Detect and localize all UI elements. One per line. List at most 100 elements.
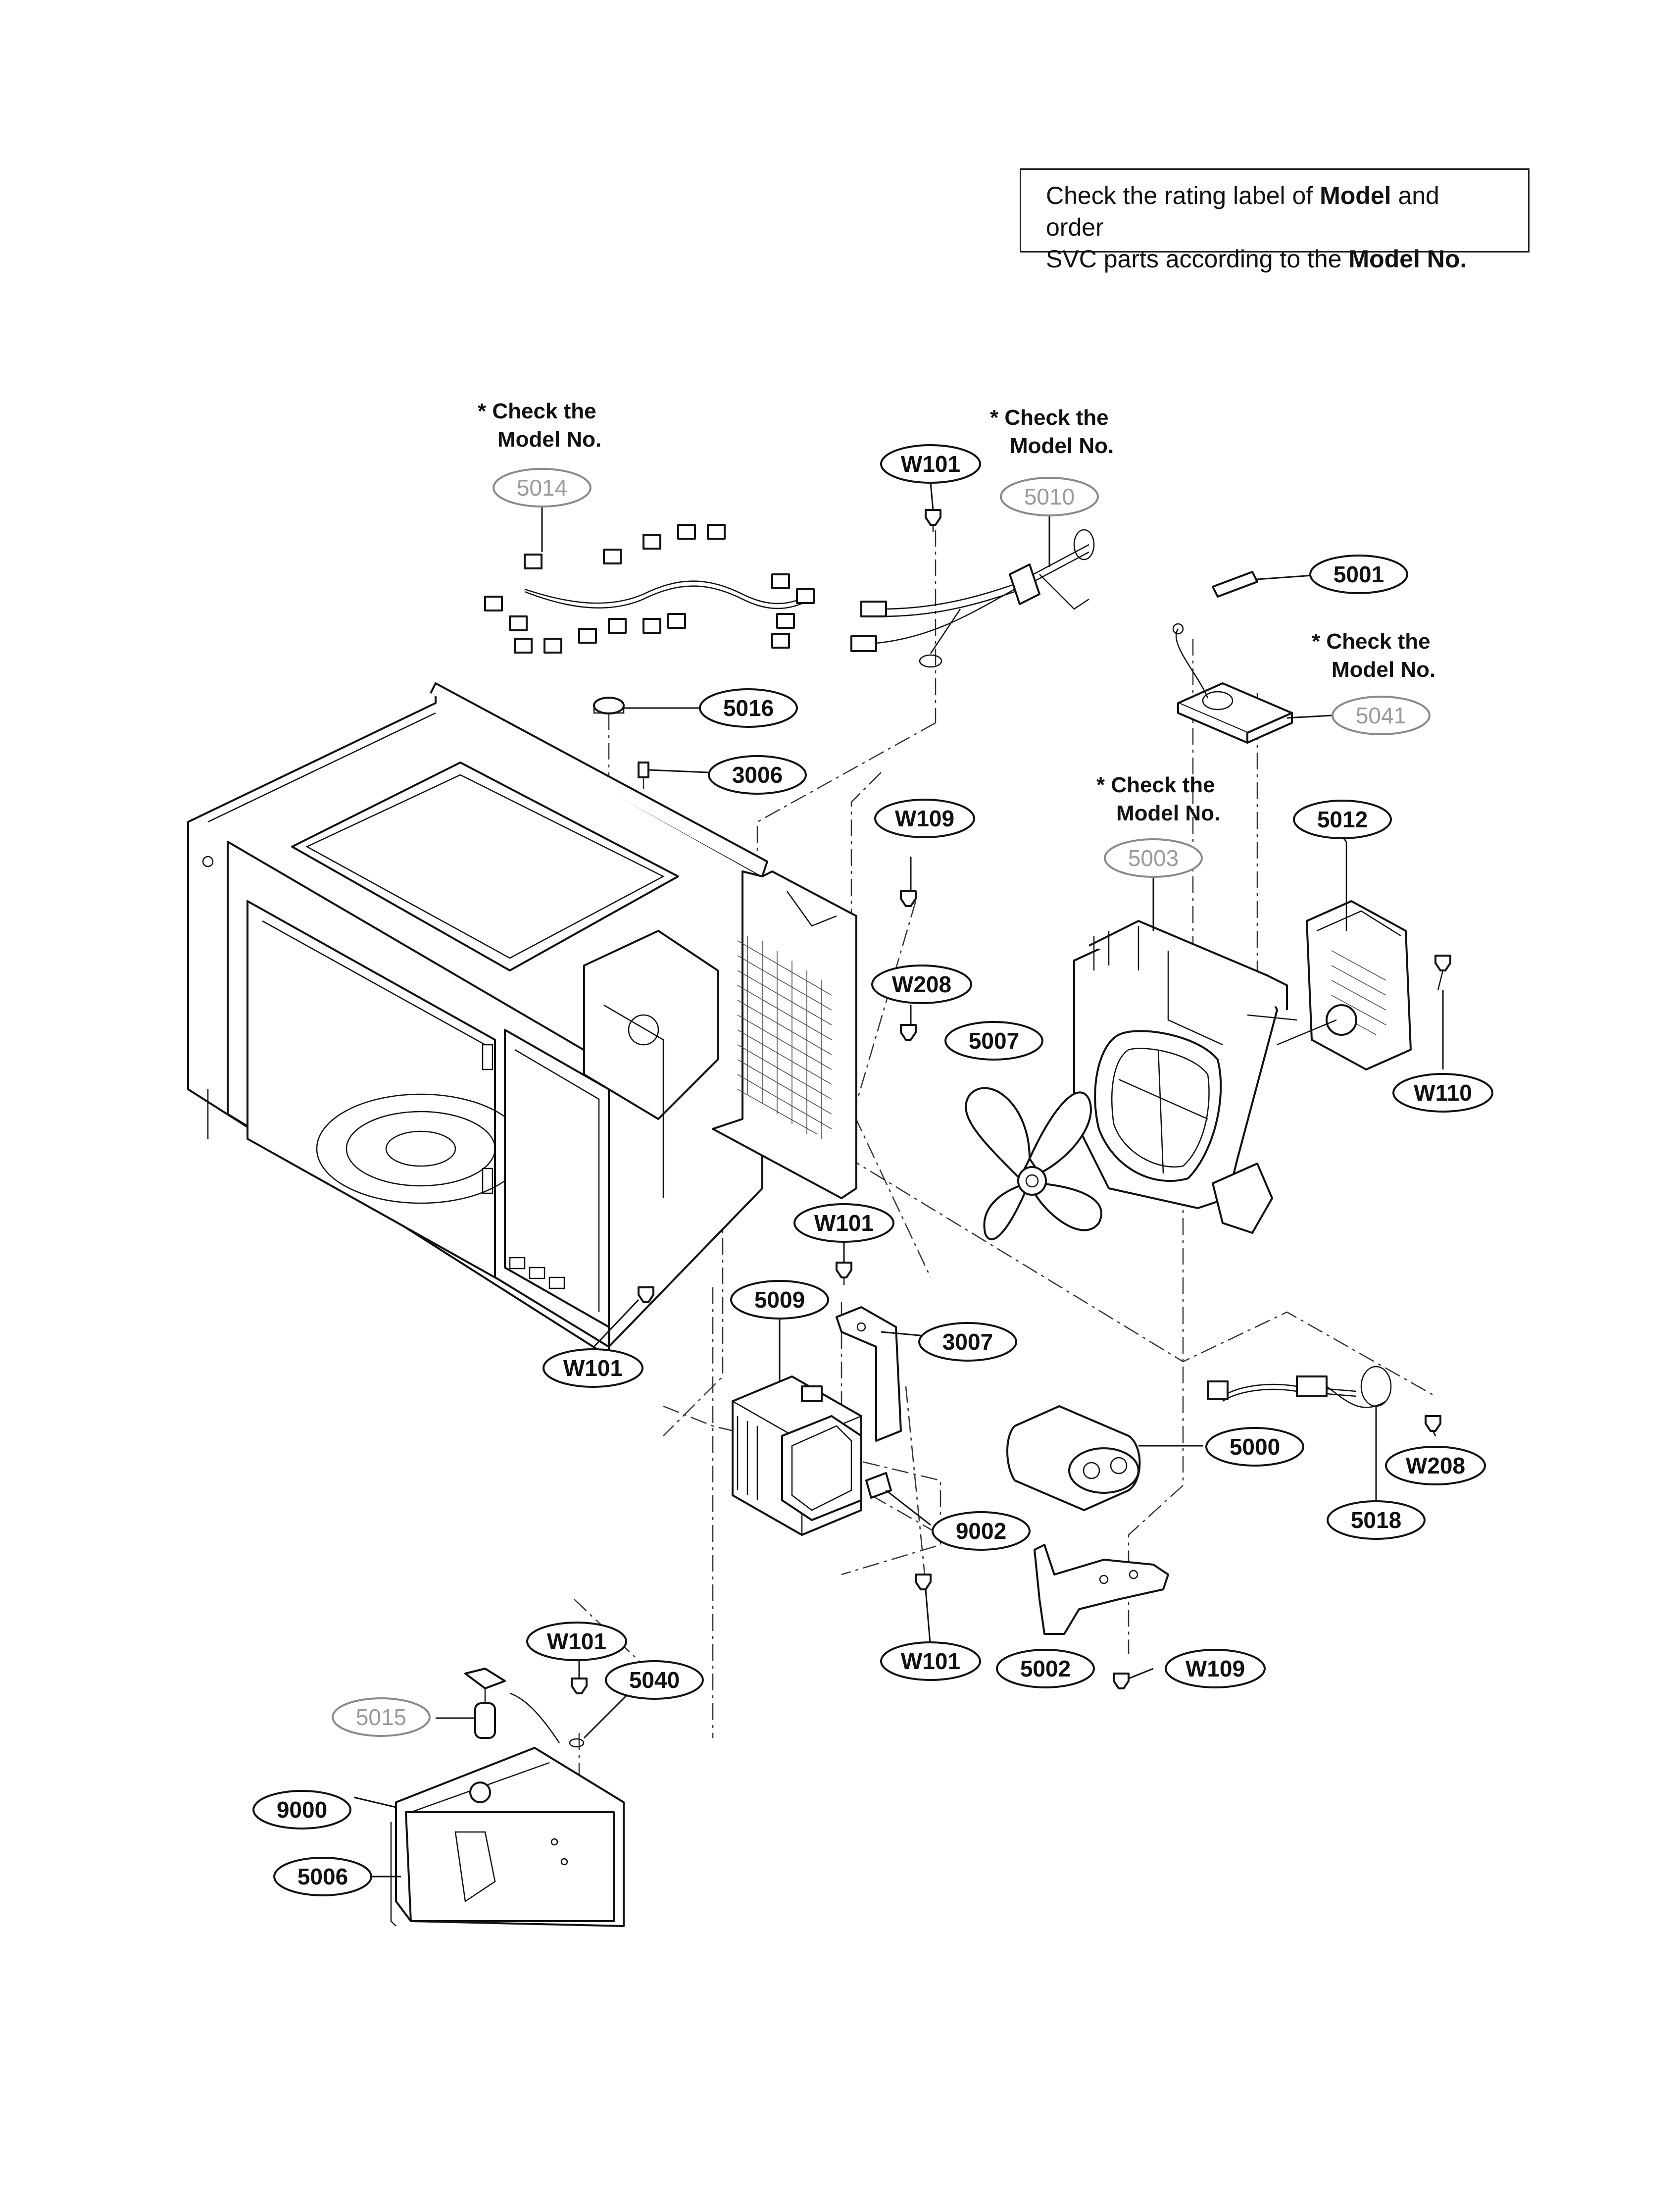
callout-5000: 5000 <box>1205 1427 1304 1467</box>
callout-w110: W110 <box>1392 1073 1493 1113</box>
check-model-note-5010: * Check the Model No. <box>990 406 1114 458</box>
callout-label: W101 <box>563 1355 623 1381</box>
callout-label: W109 <box>895 806 954 831</box>
callout-5002: 5002 <box>996 1649 1095 1688</box>
screw-w101-bottom <box>571 1678 588 1694</box>
model-notice-box: Check the rating label of Model and orde… <box>1020 168 1530 273</box>
screw-w101-left <box>638 1286 654 1303</box>
note-line: * Check the <box>1312 629 1431 654</box>
notice-text: Check the rating label of <box>1046 182 1320 209</box>
note-line: * Check the <box>478 399 596 423</box>
callout-label: 5016 <box>723 695 774 721</box>
check-model-note-5041: * Check the Model No. <box>1312 629 1435 682</box>
capacitor-5000 <box>1006 1405 1141 1511</box>
callout-label: 3007 <box>942 1329 993 1355</box>
callout-5001: 5001 <box>1309 555 1408 594</box>
note-line: Model No. <box>1116 801 1220 825</box>
screw-w109-top <box>900 890 917 907</box>
callout-label: 5012 <box>1317 807 1368 832</box>
check-model-note-5003: * Check the Model No. <box>1096 773 1220 825</box>
note-line: * Check the <box>990 406 1109 430</box>
callout-label: W101 <box>901 451 960 477</box>
callout-label: 9000 <box>277 1797 327 1823</box>
fan-motor-5012 <box>1277 842 1412 1070</box>
callout-5010: 5010 <box>1000 477 1099 516</box>
notice-line-2: SVC parts according to the Model No. <box>1046 243 1503 275</box>
callout-5018: 5018 <box>1327 1500 1426 1540</box>
callout-label: W101 <box>901 1648 960 1674</box>
notice-text: SVC parts according to the <box>1046 245 1349 273</box>
magnetron-5009 <box>732 1375 862 1536</box>
callout-label: 5006 <box>297 1864 348 1889</box>
callout-label: 5040 <box>629 1667 680 1693</box>
callout-w101-bottom: W101 <box>526 1622 627 1661</box>
callout-3006: 3006 <box>708 755 807 795</box>
callout-w109-top: W109 <box>874 799 975 838</box>
callout-label: 5010 <box>1024 484 1075 509</box>
callout-label: 5000 <box>1230 1434 1280 1460</box>
notice-bold: Model <box>1320 182 1391 209</box>
callout-w208-right: W208 <box>1385 1446 1486 1485</box>
note-line: Model No. <box>1010 434 1114 458</box>
callout-w109-bottom: W109 <box>1165 1649 1266 1688</box>
thermostat-5016 <box>593 697 625 714</box>
callout-label: 5002 <box>1020 1656 1071 1681</box>
notice-bold: Model No. <box>1348 245 1467 273</box>
part-9002 <box>865 1472 892 1499</box>
callout-5014: 5014 <box>493 468 592 508</box>
bracket-5002 <box>1034 1544 1169 1635</box>
callout-5016: 5016 <box>699 688 798 728</box>
power-cord-5010 <box>850 529 1095 668</box>
callout-label: 5009 <box>754 1287 805 1313</box>
callout-label: 5007 <box>969 1028 1019 1054</box>
callout-5040: 5040 <box>605 1660 704 1700</box>
callout-5012: 5012 <box>1293 800 1392 839</box>
check-model-note-5014: * Check the Model No. <box>478 399 601 452</box>
callout-w101-left: W101 <box>543 1348 643 1388</box>
callout-w101-mid: W101 <box>793 1203 894 1243</box>
callout-5007: 5007 <box>944 1021 1043 1061</box>
note-line: * Check the <box>1096 773 1215 797</box>
callout-5041: 5041 <box>1332 696 1431 735</box>
screw-w208-right <box>1425 1415 1441 1432</box>
callout-label: W101 <box>547 1628 606 1654</box>
screw-w101-top <box>925 509 941 532</box>
callout-label: W101 <box>814 1210 874 1236</box>
note-line: Model No. <box>1332 658 1435 682</box>
microwave-cabinet <box>187 682 768 1358</box>
callout-label: 5001 <box>1334 561 1384 587</box>
housing-5006 <box>390 1747 625 1927</box>
callout-label: 5003 <box>1128 845 1179 871</box>
bracket-3007 <box>836 1306 902 1442</box>
callout-label: 9002 <box>956 1518 1006 1544</box>
callout-5006: 5006 <box>273 1857 372 1896</box>
callout-3007: 3007 <box>918 1322 1017 1362</box>
screw-w110 <box>1434 955 1451 991</box>
callout-w101-lower: W101 <box>880 1641 981 1681</box>
fan-duct-5003 <box>1073 920 1297 1234</box>
wire-5040 <box>509 1692 585 1748</box>
callout-5009: 5009 <box>730 1280 829 1320</box>
vent-hatch <box>737 936 832 1139</box>
rear-vent-panel <box>712 870 857 1199</box>
fuse-5001 <box>1212 571 1258 598</box>
notice-text: and order <box>1046 182 1439 241</box>
stirrer-motor-5015 <box>464 1668 506 1739</box>
callout-label: W109 <box>1186 1656 1245 1681</box>
callout-label: W208 <box>1406 1453 1465 1478</box>
callout-9000: 9000 <box>252 1790 351 1830</box>
screw-w208-top <box>900 1024 917 1041</box>
wire-harness-5014 <box>484 524 815 654</box>
screw-w109-bottom <box>1113 1673 1130 1689</box>
callout-label: 5015 <box>356 1704 406 1730</box>
noise-filter-5041 <box>1172 623 1293 744</box>
fan-blade-5007 <box>965 1087 1102 1240</box>
callout-9002: 9002 <box>932 1511 1031 1551</box>
screw-w101-mid <box>836 1262 852 1285</box>
callout-label: 5041 <box>1356 703 1406 728</box>
callout-label: W110 <box>1414 1080 1472 1106</box>
callout-label: W208 <box>892 971 951 997</box>
callout-label: 5014 <box>517 475 567 501</box>
callout-label: 3006 <box>732 762 783 788</box>
